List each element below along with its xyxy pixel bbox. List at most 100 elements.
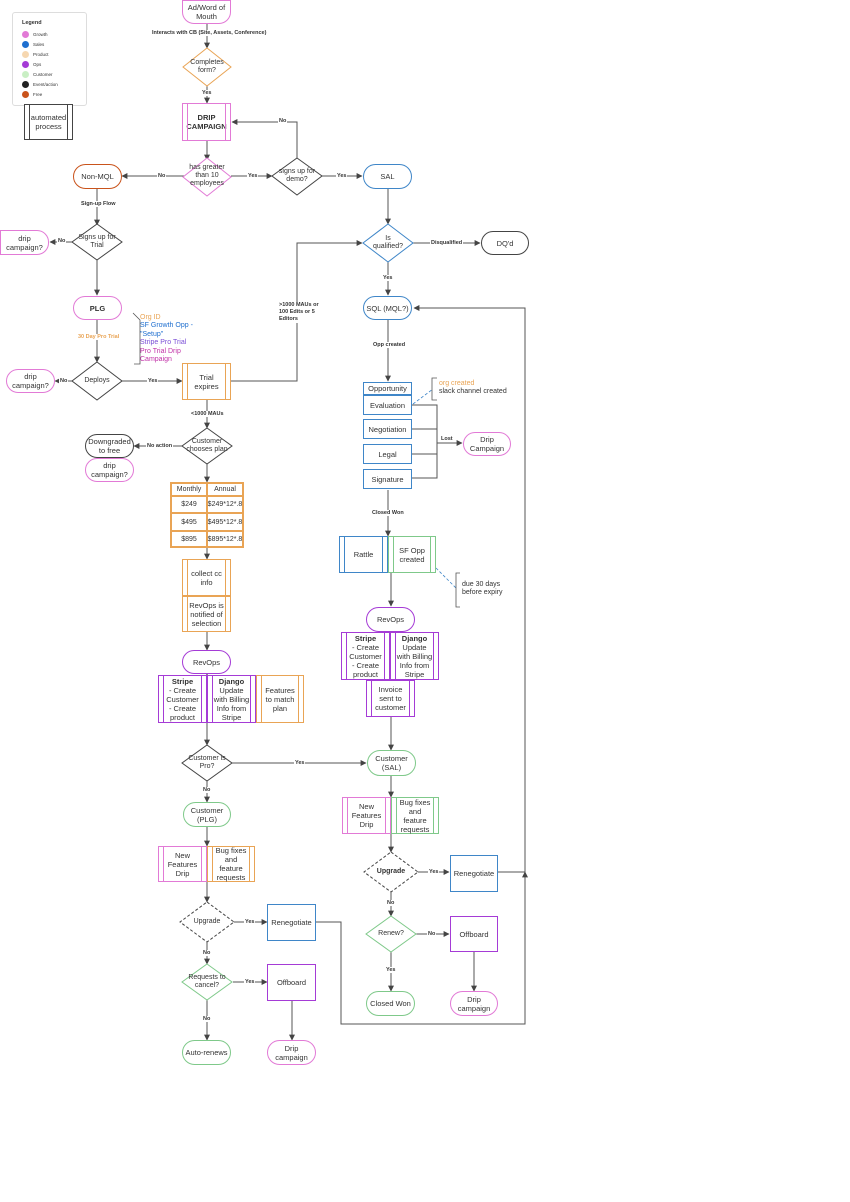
org-id-note: Org ID (140, 314, 161, 321)
eval-notes: org created slack channel created (439, 380, 507, 397)
legend-title: Legend (22, 20, 42, 26)
edge-yes: Yes (244, 979, 256, 985)
upgrade-right-diamond (363, 851, 419, 893)
drip-campaign-q2-node: drip campaign? (6, 369, 55, 393)
is-qualified-diamond (362, 223, 414, 263)
deploys-diamond (71, 361, 123, 401)
legend-swatch (22, 61, 29, 68)
edge-no: No (202, 1016, 212, 1022)
legend-item: Free (22, 91, 42, 98)
edge-yes: Yes (247, 173, 259, 179)
invoice-node: Invoice sent to customer (366, 680, 415, 717)
django-right-title: Django (401, 633, 428, 643)
upgrade-left-diamond (179, 901, 235, 943)
pricing-cell: $249 (171, 496, 207, 513)
offboard-left-node: Offboard (267, 964, 316, 1001)
edge-yes: Yes (294, 760, 306, 766)
edge-no: No (59, 378, 69, 384)
django-left-body: Update with Billing Info from Stripe (213, 685, 250, 722)
drip-campaign-left-node: Drip campaign (267, 1040, 316, 1065)
auto-renews-node: Auto-renews (182, 1040, 231, 1065)
pro-trial-label: 30 Day Pro Trial (77, 334, 121, 340)
automated-process-node: automated process (24, 104, 73, 140)
sal-node: SAL (363, 164, 412, 189)
customer-plg-node: Customer (PLG) (183, 802, 231, 827)
revops-notified-node: RevOps is notified of selection (182, 596, 231, 632)
revops-right-node: RevOps (366, 607, 415, 632)
less-1000-label: <1000 MAUs (190, 411, 225, 417)
edge-no: No (427, 931, 437, 937)
edge-yes: Yes (244, 919, 256, 925)
sf-growth-note: SF Growth Opp - "Setup" (140, 322, 193, 338)
opp-created-label: Opp created (372, 342, 407, 348)
legend-swatch (22, 71, 29, 78)
signature-node: Signature (363, 469, 412, 489)
customer-pro-diamond (181, 744, 233, 782)
customer-plan-diamond (181, 427, 233, 465)
requests-cancel-diamond (181, 963, 233, 1001)
bug-fixes-left-node: Bug fixes and feature requests (207, 846, 255, 882)
stripe-right-title: Stripe (354, 633, 377, 643)
upgrade-left-text: Upgrade (193, 917, 221, 925)
legend-item: Sales (22, 41, 44, 48)
trial-expires-node: Trial expires (182, 363, 231, 400)
negotiation-node: Negotiation (363, 419, 412, 439)
legend-swatch (22, 91, 29, 98)
legend-item: Growth (22, 31, 48, 38)
edge-disqualified: Disqualified (430, 240, 464, 246)
bug-fixes-right-node: Bug fixes and feature requests (391, 797, 439, 834)
sql-node: SQL (MQL?) (363, 296, 412, 320)
edge-yes: Yes (385, 967, 397, 973)
customer-sal-node: Customer (SAL) (367, 750, 416, 776)
opportunity-node: Opportunity (363, 382, 412, 395)
sf-opp-node: SF Opp created (388, 536, 436, 573)
renegotiate-right-node: Renegotiate (450, 855, 498, 892)
legend-swatch (22, 41, 29, 48)
greater-10-diamond (182, 157, 232, 197)
stripe-right-node: Stripe - Create Customer - Create produc… (341, 632, 390, 680)
plg-notes: Org ID SF Growth Opp - "Setup" Stripe Pr… (140, 314, 200, 364)
pricing-header: Annual (207, 483, 243, 496)
drip-campaign-q1-node: drip campaign? (0, 230, 49, 255)
features-match-node: Features to match plan (256, 675, 304, 723)
edge-yes: Yes (428, 869, 440, 875)
django-left-title: Django (218, 676, 245, 686)
edge-no: No (157, 173, 167, 179)
edge-yes: Yes (336, 173, 348, 179)
is-qualified-text: Is qualified? (373, 234, 403, 250)
pricing-cell: $895 (171, 531, 207, 547)
closed-won-label: Closed Won (371, 510, 405, 516)
legend-item: Product (22, 51, 49, 58)
customer-plan-text: Customer chooses plan (186, 437, 228, 453)
pricing-cell: $249*12*.8 (207, 496, 243, 513)
renew-diamond (365, 915, 417, 953)
pricing-header: Monthly (171, 483, 207, 496)
edge-no: No (202, 950, 212, 956)
signup-flow-label: Sign-up Flow (80, 201, 117, 207)
edge-no-action: No action (146, 443, 174, 449)
deploys-text: Deploys (84, 376, 110, 384)
renew-text: Renew? (378, 929, 404, 937)
edge-no: No (202, 787, 212, 793)
legend-item: Ops (22, 61, 41, 68)
completes-form-text: Completes form? (190, 58, 224, 74)
legend-swatch (22, 51, 29, 58)
requests-cancel-text: Requests to cancel? (188, 973, 226, 989)
stripe-left-body: - Create Customer - Create product (166, 685, 199, 722)
interacts-label: Interacts with CB (Site, Assets, Confere… (151, 30, 268, 36)
legend-item: Customer (22, 71, 53, 78)
upgrade-right-text: Upgrade (376, 867, 406, 875)
drip-campaign-lost-node: Drip Campaign (463, 432, 511, 456)
new-features-right-node: New Features Drip (342, 797, 391, 834)
revops-left-node: RevOps (182, 650, 231, 674)
non-mql-node: Non-MQL (73, 164, 122, 189)
django-right-node: Django Update with Billing Info from Str… (390, 632, 439, 680)
dqd-node: DQ'd (481, 231, 529, 255)
pricing-cell: $895*12*.8 (207, 531, 243, 547)
legal-node: Legal (363, 444, 412, 464)
stripe-left-node: Stripe - Create Customer - Create produc… (158, 675, 207, 723)
legend: Legend Growth Sales Product Ops Customer… (12, 12, 87, 106)
offboard-right-node: Offboard (450, 916, 498, 952)
drip-campaign-node: DRIP CAMPAIGN (182, 103, 231, 141)
